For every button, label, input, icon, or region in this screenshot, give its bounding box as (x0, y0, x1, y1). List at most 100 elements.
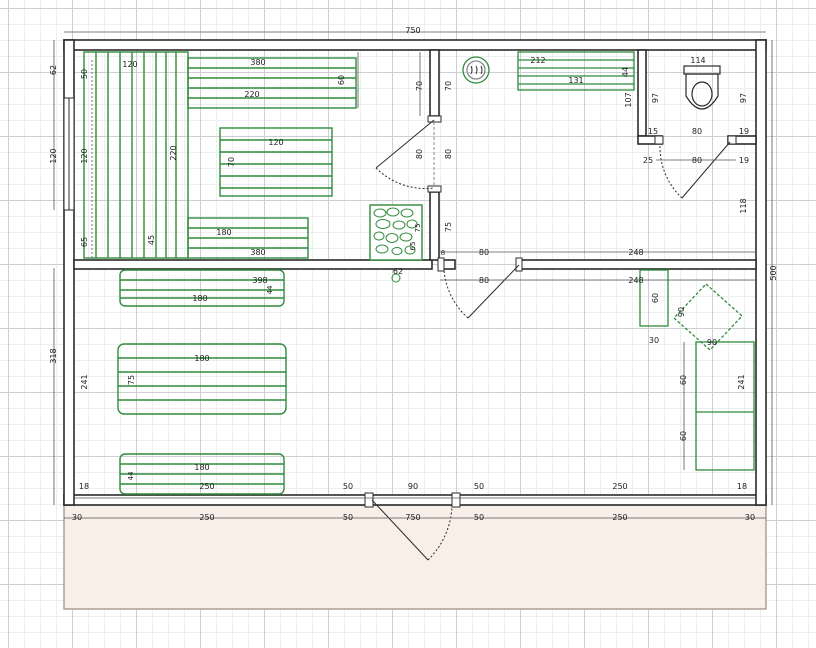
partition-right (518, 259, 757, 270)
dim-bottom-30-l: 30 (72, 513, 82, 522)
dim-bench-44-w: 44 (621, 67, 630, 77)
left-window (63, 97, 75, 211)
dim-overall-width: 750 (405, 26, 420, 35)
dim-kitchen-60-b: 60 (679, 431, 688, 441)
dim-bench-120-vert: 120 (80, 148, 89, 163)
dim-table-70: 70 (227, 157, 236, 167)
wc-door (654, 135, 737, 199)
toilet (683, 65, 721, 110)
partition-mid (442, 259, 456, 270)
dim-bottom-750: 750 (405, 513, 420, 522)
dim-bench-65: 65 (80, 237, 89, 247)
dim-kitchen-90-b: 90 (707, 338, 717, 347)
dim-shower-70: 70 (444, 81, 453, 91)
kitchen-corner (673, 283, 743, 351)
dim-kitchen-60-top: 60 (651, 293, 660, 303)
dim-wc-114: 114 (690, 56, 705, 65)
dim-kitchen-60-a: 60 (679, 375, 688, 385)
entrance-door (364, 492, 461, 561)
dim-bench-212: 212 (530, 56, 545, 65)
dim-part-248-a: 248 (628, 248, 643, 257)
dim-door-70-a: 70 (415, 81, 424, 91)
dim-stove-62: 62 (393, 267, 403, 276)
dim-left-top: 62 (49, 65, 58, 75)
dim-bottom-250-r: 250 (612, 513, 627, 522)
dim-left-window: 120 (49, 148, 58, 163)
dim-bench-220-vert: 220 (169, 145, 178, 160)
dim-wc-19-a: 19 (739, 127, 749, 136)
rest-table (117, 343, 287, 415)
partition-steam-shower-bot (429, 191, 440, 261)
outer-wall-bottom (63, 494, 767, 506)
doors (364, 115, 737, 561)
dim-overall-height: 500 (769, 265, 778, 280)
dim-bottom-250-l: 250 (199, 513, 214, 522)
dim-front-90: 90 (408, 482, 418, 491)
stove-stones-icon (373, 207, 418, 255)
dim-wc-15: 15 (648, 127, 658, 136)
dim-rest-180-bot: 180 (194, 463, 209, 472)
dim-rest-44-top: 44 (266, 285, 274, 294)
dim-rest-180-top: 180 (192, 294, 207, 303)
shower (462, 51, 635, 91)
dim-front-50-a: 50 (343, 482, 353, 491)
dim-wc-97-l: 97 (651, 93, 660, 103)
shower-icon (470, 65, 483, 75)
dim-bench-380-bottom: 380 (250, 248, 265, 257)
dim-shower-75: 75 (444, 222, 453, 232)
partition-steam-rest (73, 259, 433, 270)
dim-part-80-b: 80 (479, 276, 489, 285)
dim-kitchen-90-a: 90 (677, 307, 686, 317)
dim-bottom-50-l: 50 (343, 513, 353, 522)
outer-wall-right (755, 39, 767, 506)
dim-rest-75: 75 (127, 375, 136, 385)
outer-wall-left (63, 39, 75, 506)
outer-wall-top (63, 39, 767, 51)
dim-part-80-a: 80 (479, 248, 489, 257)
dim-left-lower: 318 (49, 348, 58, 363)
kitchen-fridge (639, 269, 669, 327)
dim-right-118: 118 (739, 198, 748, 213)
dim-stove-75: 75 (414, 224, 422, 233)
dim-rest-18-l: 18 (79, 482, 89, 491)
dim-kitchen-241: 241 (737, 374, 746, 389)
dim-bench-120-top: 120 (122, 60, 137, 69)
dim-wc-25: 25 (643, 156, 653, 165)
partition-steam-shower-top (429, 49, 440, 117)
dim-wc-107: 107 (624, 92, 633, 107)
partition-wc-left (637, 49, 647, 137)
dim-bottom-30-r: 30 (745, 513, 755, 522)
dim-kitchen-18-r: 18 (737, 482, 747, 491)
dim-front-50-b: 50 (474, 482, 484, 491)
walls (63, 39, 767, 506)
dim-rest-241-l: 241 (80, 374, 89, 389)
dim-rest-250-inner: 250 (199, 482, 214, 491)
dim-front-250-r: 250 (612, 482, 627, 491)
rest-bench-top (119, 269, 285, 307)
rest-room-furniture (117, 269, 287, 495)
dim-part-248-b: 248 (628, 276, 643, 285)
dim-door-80-a: 80 (415, 149, 424, 159)
terrace (63, 504, 767, 610)
dim-bench-131: 131 (568, 76, 583, 85)
dim-wc-19-b: 19 (739, 156, 749, 165)
dim-rest-44-bot: 44 (127, 471, 135, 480)
dim-rest-180-mid: 180 (194, 354, 209, 363)
dim-wc-80-a: 80 (692, 127, 702, 136)
dim-wc-80-b: 80 (692, 156, 702, 165)
dim-bottom-50-r: 50 (474, 513, 484, 522)
dim-stove-65: 65 (409, 242, 417, 251)
shower-door (437, 257, 523, 319)
dim-bench-380-top: 380 (250, 58, 265, 67)
dim-bench-45: 45 (147, 235, 156, 245)
dim-bench-60: 60 (337, 75, 346, 85)
dim-part-8: 8 (441, 249, 445, 257)
dim-table-120: 120 (268, 138, 283, 147)
kitchen (639, 269, 755, 471)
dim-bench-180-steam: 180 (216, 228, 231, 237)
steam-room-door (375, 115, 442, 193)
kitchen-counter (695, 341, 755, 471)
dim-bench-220-h: 220 (244, 90, 259, 99)
stove (369, 204, 423, 283)
